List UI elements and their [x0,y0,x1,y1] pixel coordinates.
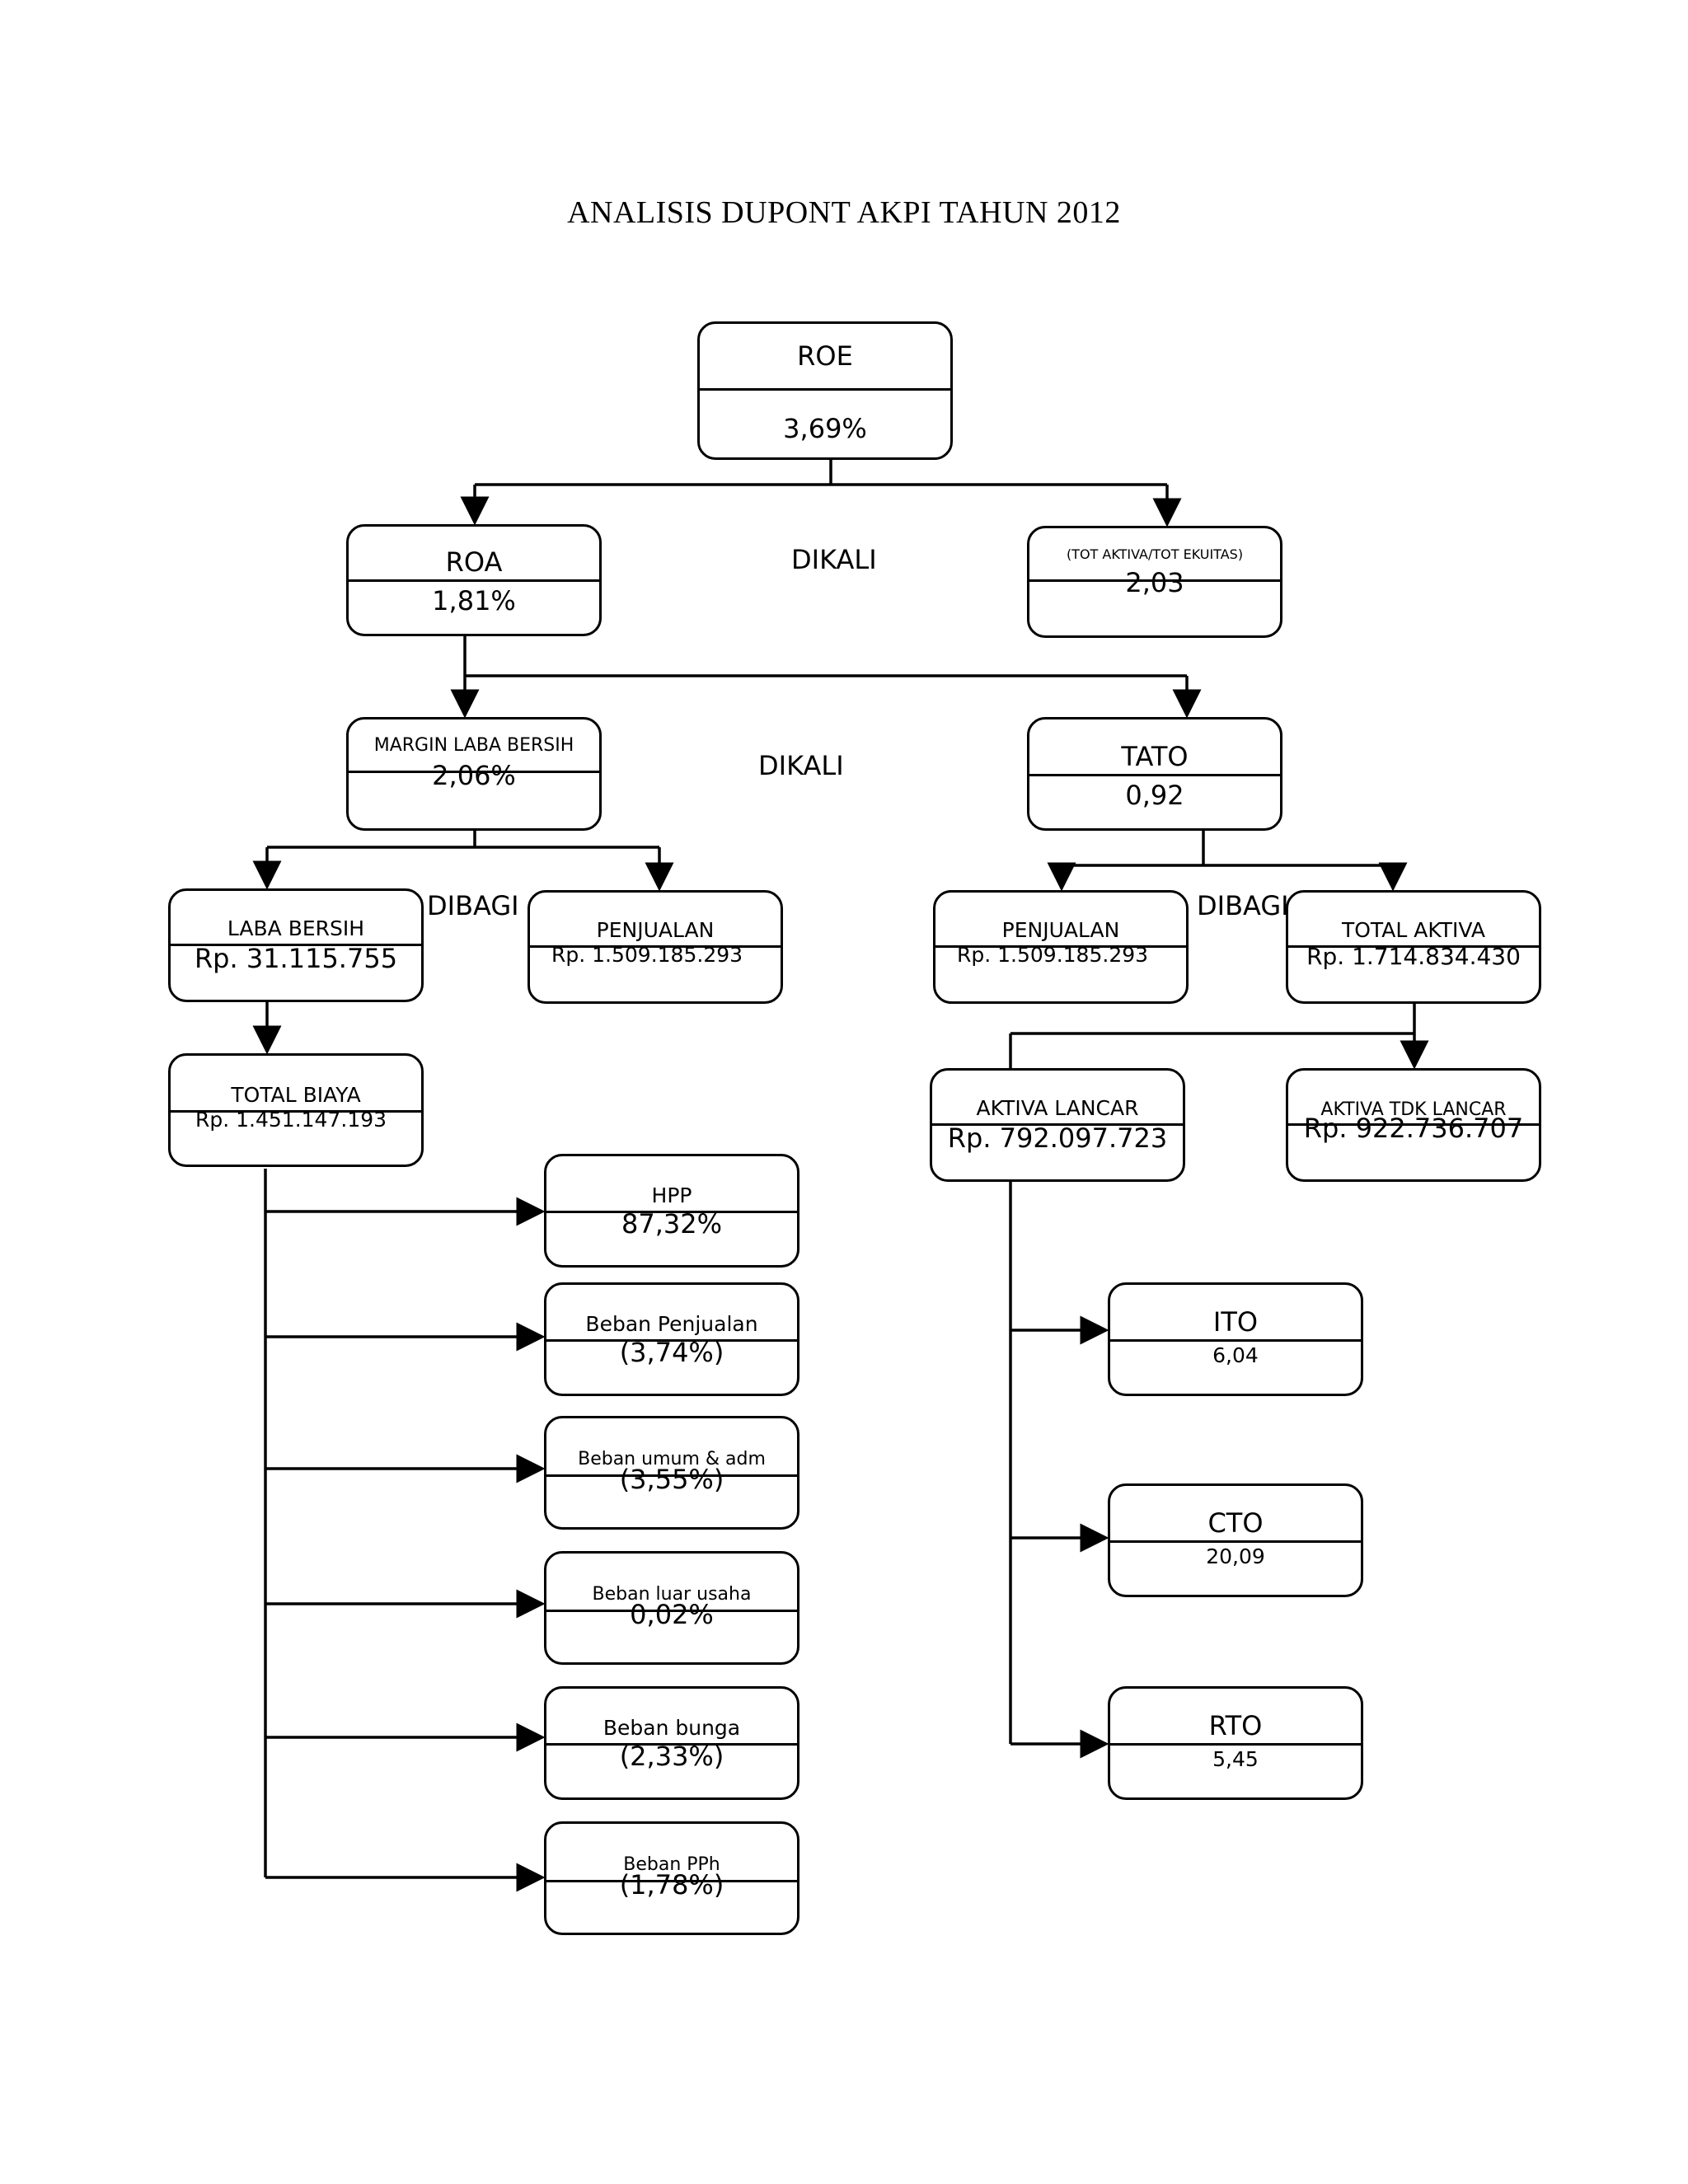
beban-luar-usaha-box: Beban luar usaha 0,02% [544,1551,799,1665]
tato-box: TATO 0,92 [1027,717,1282,831]
beban-bunga-label: Beban bunga [546,1689,797,1746]
beban-pph-box: Beban PPh (1,78%) [544,1821,799,1935]
operator-dikali-2: DIKALI [758,750,844,781]
equity-multiplier-box: (TOT AKTIVA/TOT EKUITAS) 2,03 [1027,526,1282,638]
total-aktiva-box: TOTAL AKTIVA Rp. 1.714.834.430 [1286,890,1541,1004]
laba-bersih-label: LABA BERSIH [171,891,421,946]
rto-label: RTO [1110,1689,1361,1746]
beban-pph-label: Beban PPh [546,1824,797,1882]
beban-penjualan-box: Beban Penjualan (3,74%) [544,1282,799,1396]
beban-luar-usaha-label: Beban luar usaha [546,1554,797,1612]
beban-bunga-value: (2,33%) [619,1741,724,1772]
total-biaya-box: TOTAL BIAYA Rp. 1.451.147.193 [168,1053,424,1167]
equity-multiplier-value: 2,03 [1125,567,1184,598]
aktiva-tdk-lancar-box: AKTIVA TDK LANCAR Rp. 922.736.707 [1286,1068,1541,1182]
tato-label: TATO [1029,719,1280,776]
beban-bunga-box: Beban bunga (2,33%) [544,1686,799,1800]
roe-box: ROE 3,69% [697,321,953,460]
rto-value: 5,45 [1212,1747,1259,1771]
ito-value: 6,04 [1212,1343,1259,1367]
operator-dibagi-2: DIBAGI [1197,890,1289,921]
ito-label: ITO [1110,1285,1361,1342]
operator-dikali-1: DIKALI [791,544,877,575]
total-aktiva-value: Rp. 1.714.834.430 [1306,943,1521,970]
total-biaya-label: TOTAL BIAYA [171,1056,421,1113]
penjualan-left-value: Rp. 1.509.185.293 [551,943,743,967]
beban-penjualan-label: Beban Penjualan [546,1285,797,1342]
penjualan-left-box: PENJUALAN Rp. 1.509.185.293 [528,890,783,1004]
roa-label: ROA [349,527,599,582]
roe-value: 3,69% [783,412,867,444]
equity-multiplier-label: (TOT AKTIVA/TOT EKUITAS) [1029,528,1280,582]
cto-value: 20,09 [1206,1544,1265,1568]
hpp-value: 87,32% [621,1208,722,1240]
penjualan-left-label: PENJUALAN [530,893,781,948]
margin-laba-bersih-value: 2,06% [432,760,516,791]
operator-dibagi-1: DIBAGI [427,890,519,921]
aktiva-tdk-lancar-label: AKTIVA TDK LANCAR [1288,1071,1539,1126]
roe-label: ROE [700,324,950,391]
margin-laba-bersih-label: MARGIN LABA BERSIH [349,719,599,773]
roa-value: 1,81% [432,585,516,616]
penjualan-right-value: Rp. 1.509.185.293 [957,943,1149,967]
laba-bersih-value: Rp. 31.115.755 [194,943,398,974]
tato-value: 0,92 [1125,780,1184,811]
hpp-label: HPP [546,1156,797,1213]
aktiva-lancar-value: Rp. 792.097.723 [947,1122,1168,1154]
rto-box: RTO 5,45 [1108,1686,1363,1800]
beban-umum-label: Beban umum & adm [546,1418,797,1477]
aktiva-lancar-label: AKTIVA LANCAR [932,1071,1183,1126]
total-biaya-value: Rp. 1.451.147.193 [195,1108,387,1132]
beban-umum-box: Beban umum & adm (3,55%) [544,1416,799,1530]
aktiva-tdk-lancar-value: Rp. 922.736.707 [1303,1113,1524,1144]
page-title: ANALISIS DUPONT AKPI TAHUN 2012 [567,195,1121,230]
beban-luar-usaha-value: 0,02% [630,1599,714,1630]
ito-box: ITO 6,04 [1108,1282,1363,1396]
beban-pph-value: (1,78%) [619,1869,724,1900]
cto-box: CTO 20,09 [1108,1483,1363,1597]
beban-penjualan-value: (3,74%) [619,1337,724,1368]
margin-laba-bersih-box: MARGIN LABA BERSIH 2,06% [346,717,602,831]
penjualan-right-label: PENJUALAN [935,893,1186,948]
total-aktiva-label: TOTAL AKTIVA [1288,893,1539,948]
beban-umum-value: (3,55%) [619,1464,724,1495]
aktiva-lancar-box: AKTIVA LANCAR Rp. 792.097.723 [930,1068,1185,1182]
roa-box: ROA 1,81% [346,524,602,636]
penjualan-right-box: PENJUALAN Rp. 1.509.185.293 [933,890,1189,1004]
cto-label: CTO [1110,1486,1361,1543]
hpp-box: HPP 87,32% [544,1154,799,1268]
laba-bersih-box: LABA BERSIH Rp. 31.115.755 [168,888,424,1002]
